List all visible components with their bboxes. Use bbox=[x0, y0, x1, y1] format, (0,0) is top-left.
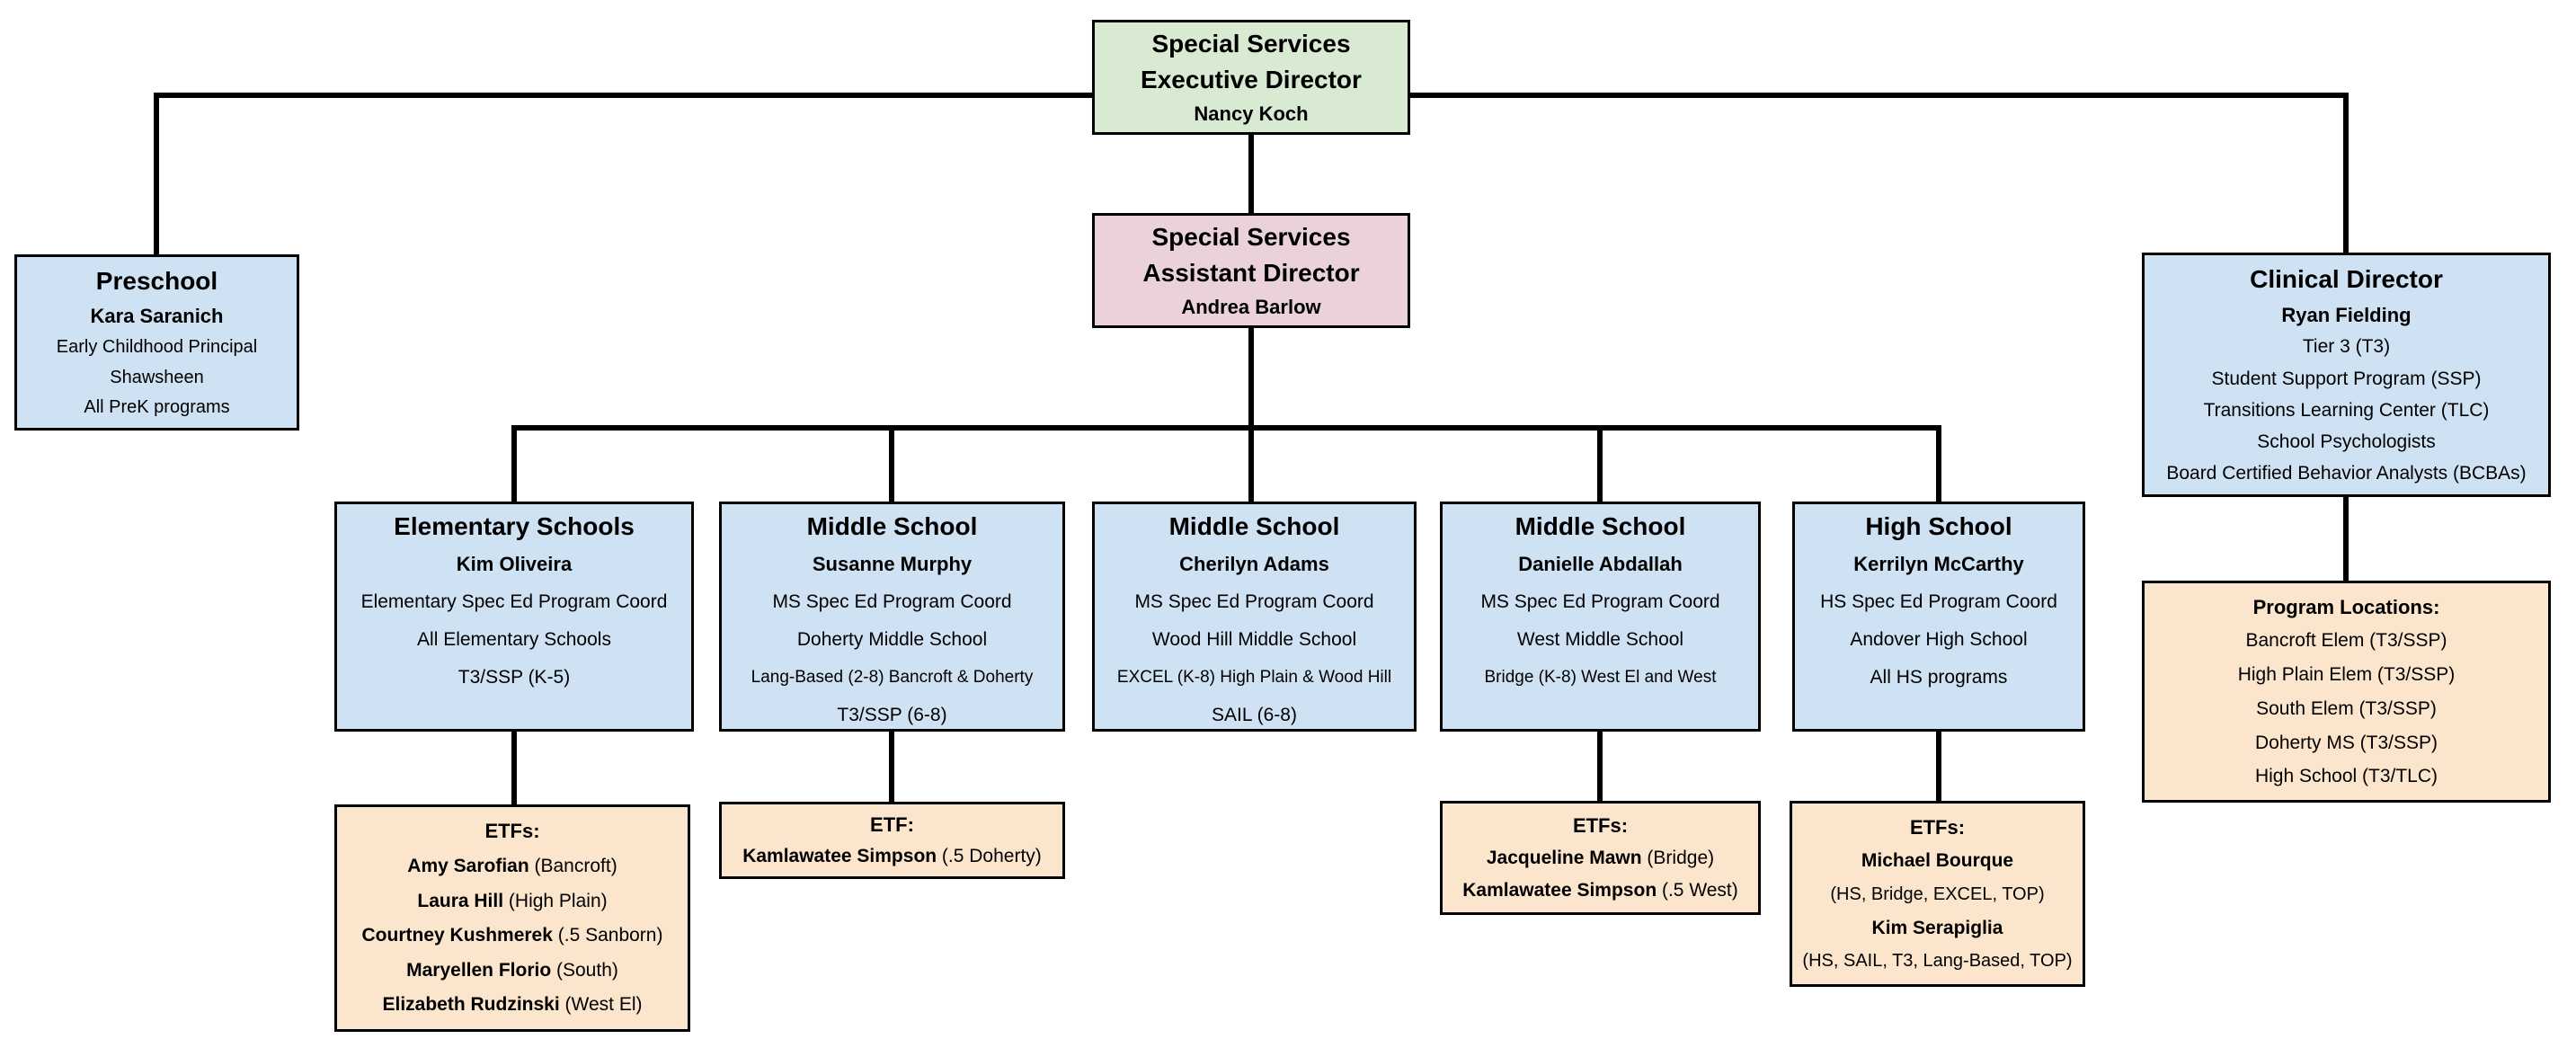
etf-entry: Courtney Kushmerek (.5 Sanborn) bbox=[361, 925, 663, 946]
detail-line: SAIL (6-8) bbox=[1212, 705, 1297, 725]
detail-line: EXCEL (K-8) High Plain & Wood Hill bbox=[1116, 668, 1392, 687]
box-etf-doherty: ETF: Kamlawatee Simpson (.5 Doherty) bbox=[719, 802, 1065, 879]
detail-line: MS Spec Ed Program Coord bbox=[772, 591, 1012, 612]
box-heading: ETFs: bbox=[1572, 813, 1629, 837]
box-etf-high-school: ETFs: Michael Bourque (HS, Bridge, EXCEL… bbox=[1790, 801, 2085, 987]
connector-hs-to-etf bbox=[1936, 728, 1941, 801]
connector-drop-middle-woodhill bbox=[1248, 425, 1254, 502]
staff-name: Kerrilyn McCarthy bbox=[1853, 553, 2024, 575]
etf-entry: Michael Bourque bbox=[1861, 850, 2014, 872]
connector-assistant-to-bus bbox=[1248, 328, 1254, 429]
connector-drop-middle-west bbox=[1597, 425, 1603, 502]
connector-exec-to-assistant bbox=[1248, 135, 1254, 213]
detail-line: Doherty Middle School bbox=[796, 629, 988, 650]
connector-exec-to-preschool-horizontal bbox=[154, 93, 1092, 98]
box-title: Clinical Director bbox=[2250, 264, 2443, 293]
box-high-school: High School Kerrilyn McCarthy HS Spec Ed… bbox=[1792, 502, 2085, 732]
box-title-line: Special Services bbox=[1151, 223, 1351, 252]
etf-entry-programs: (HS, SAIL, T3, Lang-Based, TOP) bbox=[1802, 951, 2073, 972]
detail-line: All Elementary Schools bbox=[417, 629, 611, 650]
box-heading: ETFs: bbox=[484, 820, 540, 843]
location-line: High Plain Elem (T3/SSP) bbox=[2237, 664, 2456, 686]
etf-entry: Kim Serapiglia bbox=[1871, 917, 2003, 938]
detail-line: T3/SSP (6-8) bbox=[837, 705, 947, 725]
box-title: Middle School bbox=[1515, 512, 1686, 540]
staff-name: Ryan Fielding bbox=[2281, 304, 2412, 327]
etf-entry-programs: (HS, Bridge, EXCEL, TOP) bbox=[1830, 884, 2045, 905]
box-program-locations: Program Locations: Bancroft Elem (T3/SSP… bbox=[2142, 581, 2551, 803]
detail-line: Board Certified Behavior Analysts (BCBAs… bbox=[2166, 462, 2527, 484]
box-middle-school-doherty: Middle School Susanne Murphy MS Spec Ed … bbox=[719, 502, 1065, 732]
detail-line: MS Spec Ed Program Coord bbox=[1134, 591, 1374, 612]
detail-line: T3/SSP (K-5) bbox=[457, 667, 571, 688]
connector-doherty-to-etf bbox=[889, 728, 894, 802]
detail-line: Tier 3 (T3) bbox=[2302, 336, 2391, 358]
staff-name: Susanne Murphy bbox=[812, 553, 973, 575]
box-middle-school-west: Middle School Danielle Abdallah MS Spec … bbox=[1440, 502, 1761, 732]
connector-drop-high-school bbox=[1936, 425, 1941, 502]
staff-name: Nancy Koch bbox=[1194, 102, 1309, 125]
detail-line: Elementary Spec Ed Program Coord bbox=[360, 591, 668, 612]
box-heading: Program Locations: bbox=[2252, 595, 2440, 618]
detail-line: West Middle School bbox=[1516, 629, 1684, 650]
detail-line: All HS programs bbox=[1870, 667, 2008, 688]
location-line: Doherty MS (T3/SSP) bbox=[2254, 732, 2438, 753]
box-executive-director: Special Services Executive Director Nanc… bbox=[1092, 20, 1410, 135]
box-clinical-director: Clinical Director Ryan Fielding Tier 3 (… bbox=[2142, 253, 2551, 497]
box-etf-west: ETFs: Jacqueline Mawn (Bridge) Kamlawate… bbox=[1440, 801, 1761, 915]
box-title: Middle School bbox=[806, 512, 978, 540]
box-preschool: Preschool Kara Saranich Early Childhood … bbox=[14, 254, 299, 431]
detail-line: Andover High School bbox=[1850, 629, 2028, 650]
box-title-line: Special Services bbox=[1151, 30, 1351, 58]
connector-drop-elementary bbox=[511, 425, 517, 502]
box-title: Preschool bbox=[95, 266, 218, 295]
etf-entry: Elizabeth Rudzinski (West El) bbox=[382, 994, 643, 1016]
etf-entry: Laura Hill (High Plain) bbox=[417, 890, 608, 911]
box-assistant-director: Special Services Assistant Director Andr… bbox=[1092, 213, 1410, 328]
box-title: Elementary Schools bbox=[394, 512, 635, 540]
connector-exec-to-clinical-horizontal bbox=[1410, 93, 2349, 98]
box-heading: ETFs: bbox=[1909, 815, 1966, 839]
detail-line: Lang-Based (2-8) Bancroft & Doherty bbox=[751, 668, 1034, 687]
box-title-line: Executive Director bbox=[1141, 66, 1362, 94]
detail-line: Early Childhood Principal bbox=[56, 337, 258, 358]
detail-line: School Psychologists bbox=[2257, 431, 2436, 452]
detail-line: Student Support Program (SSP) bbox=[2211, 368, 2482, 389]
box-middle-school-wood-hill: Middle School Cherilyn Adams MS Spec Ed … bbox=[1092, 502, 1417, 732]
detail-line: Transitions Learning Center (TLC) bbox=[2203, 399, 2490, 421]
connector-preschool-vertical bbox=[154, 93, 159, 254]
detail-line: Wood Hill Middle School bbox=[1151, 629, 1357, 650]
box-heading: ETF: bbox=[870, 813, 914, 837]
box-title: Middle School bbox=[1168, 512, 1340, 540]
connector-drop-middle-doherty bbox=[889, 425, 894, 502]
connector-clinical-to-locations bbox=[2343, 494, 2349, 581]
box-title: High School bbox=[1865, 512, 2012, 540]
staff-name: Kara Saranich bbox=[90, 305, 224, 328]
etf-entry: Amy Sarofian (Bancroft) bbox=[407, 856, 617, 877]
connector-elementary-to-etf bbox=[511, 728, 517, 804]
box-title-line: Assistant Director bbox=[1142, 259, 1360, 288]
etf-entry: Maryellen Florio (South) bbox=[406, 959, 618, 981]
etf-entry: Jacqueline Mawn (Bridge) bbox=[1486, 847, 1715, 868]
staff-name: Andrea Barlow bbox=[1181, 295, 1321, 318]
box-etf-elementary: ETFs: Amy Sarofian (Bancroft) Laura Hill… bbox=[334, 804, 690, 1032]
etf-entry: Kamlawatee Simpson (.5 Doherty) bbox=[742, 845, 1042, 866]
detail-line: Shawsheen bbox=[110, 367, 204, 387]
box-elementary-schools: Elementary Schools Kim Oliveira Elementa… bbox=[334, 502, 694, 732]
staff-name: Danielle Abdallah bbox=[1518, 553, 1683, 575]
connector-clinical-vertical bbox=[2343, 93, 2349, 253]
etf-entry: Kamlawatee Simpson (.5 West) bbox=[1462, 879, 1738, 901]
detail-line: All PreK programs bbox=[84, 397, 230, 418]
detail-line: HS Spec Ed Program Coord bbox=[1820, 591, 2057, 612]
location-line: Bancroft Elem (T3/SSP) bbox=[2245, 630, 2447, 652]
detail-line: MS Spec Ed Program Coord bbox=[1480, 591, 1720, 612]
staff-name: Cherilyn Adams bbox=[1179, 553, 1329, 575]
detail-line: Bridge (K-8) West El and West bbox=[1484, 668, 1717, 687]
staff-name: Kim Oliveira bbox=[456, 553, 573, 575]
location-line: South Elem (T3/SSP) bbox=[2256, 697, 2437, 719]
connector-bus-horizontal bbox=[511, 425, 1941, 431]
connector-west-to-etf bbox=[1597, 728, 1603, 801]
location-line: High School (T3/TLC) bbox=[2254, 766, 2438, 787]
